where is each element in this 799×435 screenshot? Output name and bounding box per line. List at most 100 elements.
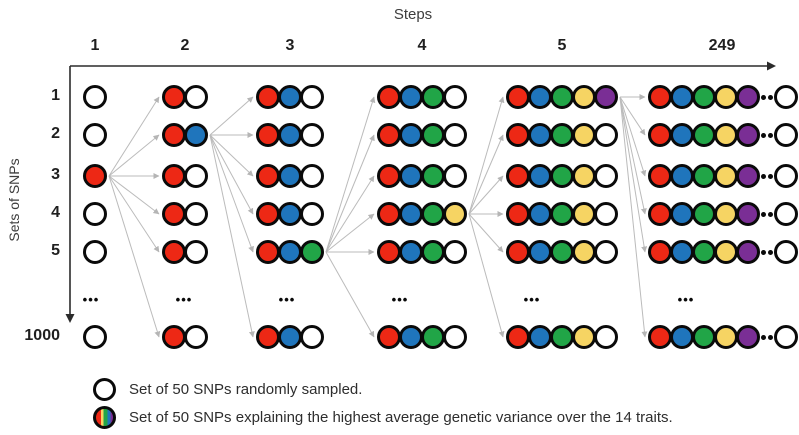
- column-header-step-5: 5: [557, 37, 567, 54]
- red-snp-circle: [256, 164, 280, 188]
- white-snp-circle: [594, 240, 618, 264]
- white-circle-icon: [93, 377, 116, 401]
- snp-set-group-col6-row5: [648, 240, 798, 264]
- red-snp-circle: [256, 202, 280, 226]
- continuation-dots-icon: [761, 132, 773, 138]
- transition-arrow: [325, 213, 375, 253]
- red-snp-circle: [648, 123, 672, 147]
- red-snp-circle: [648, 85, 672, 109]
- snp-set-group-col1-row5: [83, 240, 107, 264]
- green-snp-circle: [550, 240, 574, 264]
- red-snp-circle: [256, 325, 280, 349]
- green-snp-circle: [550, 164, 574, 188]
- blue-snp-circle: [528, 164, 552, 188]
- green-snp-circle: [421, 164, 445, 188]
- sets-axis-arrowhead-icon: [65, 314, 75, 323]
- blue-snp-circle: [278, 85, 302, 109]
- snp-set-group-col4-row4: [377, 202, 467, 226]
- white-snp-circle: [300, 325, 324, 349]
- x-axis-title: Steps: [393, 6, 433, 23]
- row-label-set-1: 1: [51, 87, 60, 104]
- transition-arrow: [619, 96, 648, 338]
- blue-snp-circle: [528, 85, 552, 109]
- blue-snp-circle: [278, 325, 302, 349]
- transition-arrow: [108, 175, 160, 215]
- red-snp-circle: [506, 123, 530, 147]
- snp-set-group-col2-row5: [162, 240, 208, 264]
- white-snp-circle: [774, 123, 798, 147]
- green-snp-circle: [692, 240, 716, 264]
- white-snp-circle: [83, 202, 107, 226]
- transition-arrow: [325, 134, 375, 253]
- snp-set-group-col4-row1: [377, 85, 467, 109]
- transition-arrow: [108, 96, 160, 177]
- snp-set-group-col1-row2: [83, 123, 107, 147]
- red-snp-circle: [162, 85, 186, 109]
- snp-set-group-col3-row5: [256, 240, 324, 264]
- green-snp-circle: [692, 85, 716, 109]
- red-snp-circle: [83, 164, 107, 188]
- blue-snp-circle: [184, 123, 208, 147]
- white-snp-circle: [184, 202, 208, 226]
- snp-set-group-col6-row1: [648, 85, 798, 109]
- red-snp-circle: [506, 240, 530, 264]
- white-snp-circle: [594, 202, 618, 226]
- snp-set-group-col3-row1: [256, 85, 324, 109]
- snp-set-group-col5-row4: [506, 202, 618, 226]
- transition-arrow: [619, 96, 646, 136]
- white-snp-circle: [443, 164, 467, 188]
- red-snp-circle: [162, 240, 186, 264]
- transition-arrow: [108, 175, 160, 253]
- white-snp-circle: [300, 123, 324, 147]
- row-label-set-4: 4: [51, 204, 60, 221]
- yellow-snp-circle: [572, 325, 596, 349]
- rows-ellipsis: •••: [391, 292, 409, 307]
- red-snp-circle: [506, 85, 530, 109]
- blue-snp-circle: [528, 240, 552, 264]
- rows-ellipsis: •••: [278, 292, 296, 307]
- transition-arrow: [209, 134, 254, 253]
- red-snp-circle: [162, 325, 186, 349]
- red-snp-circle: [162, 202, 186, 226]
- red-snp-circle: [162, 123, 186, 147]
- snp-set-group-col6-row2: [648, 123, 798, 147]
- red-snp-circle: [506, 325, 530, 349]
- white-snp-circle: [774, 240, 798, 264]
- blue-snp-circle: [399, 164, 423, 188]
- blue-snp-circle: [278, 164, 302, 188]
- red-snp-circle: [256, 240, 280, 264]
- white-snp-circle: [83, 240, 107, 264]
- snp-set-group-col2-row1000: [162, 325, 208, 349]
- snp-set-group-col1-row1: [83, 85, 107, 109]
- blue-snp-circle: [670, 240, 694, 264]
- blue-snp-circle: [528, 123, 552, 147]
- red-snp-circle: [377, 325, 401, 349]
- white-snp-circle: [774, 325, 798, 349]
- purple-snp-circle: [736, 240, 760, 264]
- yellow-snp-circle: [714, 85, 738, 109]
- blue-snp-circle: [278, 123, 302, 147]
- legend-label: Set of 50 SNPs randomly sampled.: [129, 380, 363, 398]
- white-snp-circle: [184, 85, 208, 109]
- white-snp-circle: [774, 85, 798, 109]
- white-snp-circle: [184, 240, 208, 264]
- snp-set-group-col6-row4: [648, 202, 798, 226]
- red-snp-circle: [377, 202, 401, 226]
- purple-snp-circle: [736, 164, 760, 188]
- yellow-snp-circle: [714, 123, 738, 147]
- snp-set-group-col6-row3: [648, 164, 798, 188]
- white-snp-circle: [594, 123, 618, 147]
- transition-arrow: [209, 134, 255, 338]
- green-snp-circle: [421, 123, 445, 147]
- yellow-snp-circle: [714, 164, 738, 188]
- transition-arrow: [619, 96, 647, 215]
- row-label-set-3: 3: [51, 166, 60, 183]
- column-header-step-1: 1: [90, 37, 100, 54]
- legend-label: Set of 50 SNPs explaining the highest av…: [129, 408, 673, 426]
- snp-set-group-col5-row1: [506, 85, 618, 109]
- snp-set-group-col4-row5: [377, 240, 467, 264]
- snp-set-group-col3-row2: [256, 123, 324, 147]
- steps-axis-arrowhead-icon: [767, 61, 776, 71]
- yellow-snp-circle: [443, 202, 467, 226]
- blue-snp-circle: [399, 240, 423, 264]
